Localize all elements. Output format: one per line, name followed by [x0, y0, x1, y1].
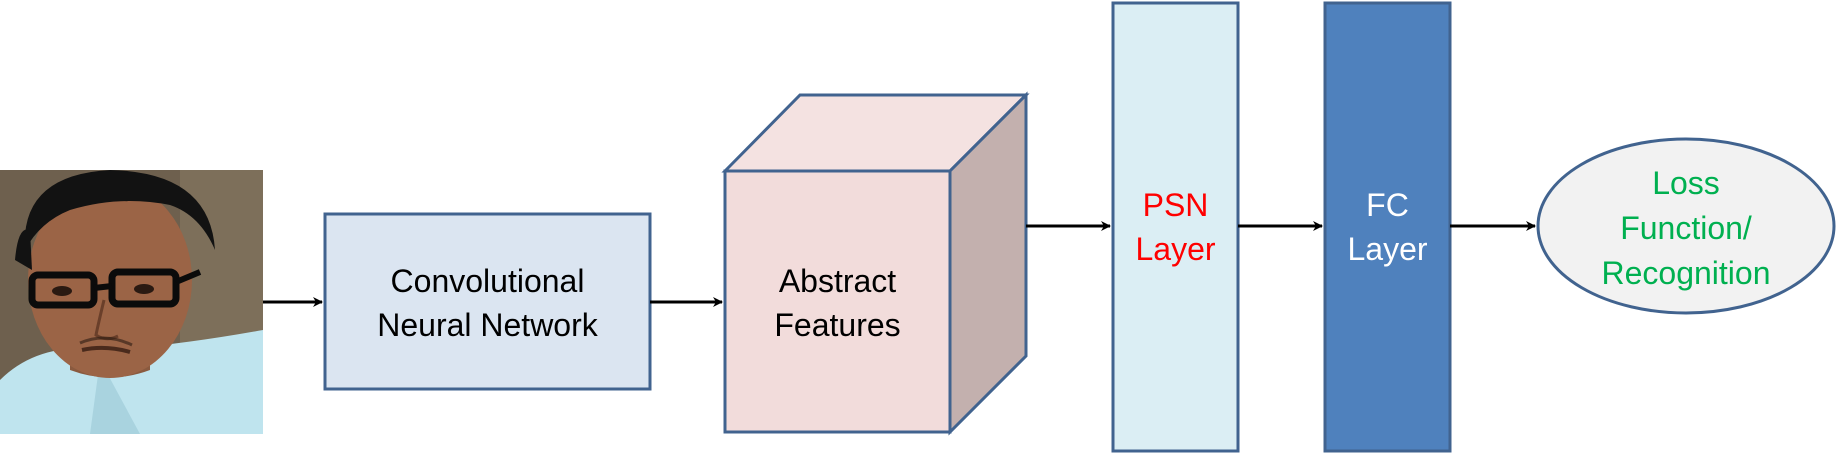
loss-label-line1: Loss	[1652, 165, 1720, 201]
cube-front-face	[723, 169, 952, 434]
psn-layer-label-line1: PSN	[1143, 187, 1209, 223]
cnn-label-line2: Neural Network	[377, 307, 599, 343]
psn-layer-node: PSN Layer	[1111, 1, 1240, 453]
loss-label-line3: Recognition	[1602, 255, 1771, 291]
input-face-photo	[0, 170, 263, 434]
cnn-label-line1: Convolutional	[391, 263, 585, 299]
fc-layer-label-line2: Layer	[1347, 231, 1427, 267]
psn-layer-label-line2: Layer	[1135, 231, 1215, 267]
fc-layer-label-line1: FC	[1366, 187, 1409, 223]
abstract-features-label-line2: Features	[774, 307, 900, 343]
loss-function-node: Loss Function/ Recognition	[1536, 137, 1836, 315]
fc-layer-node: FC Layer	[1323, 1, 1452, 453]
cnn-node: Convolutional Neural Network	[323, 212, 652, 391]
loss-label-line2: Function/	[1620, 210, 1752, 246]
abstract-features-cube: Abstract Features	[721, 91, 1030, 436]
abstract-features-label-line1: Abstract	[779, 263, 896, 299]
